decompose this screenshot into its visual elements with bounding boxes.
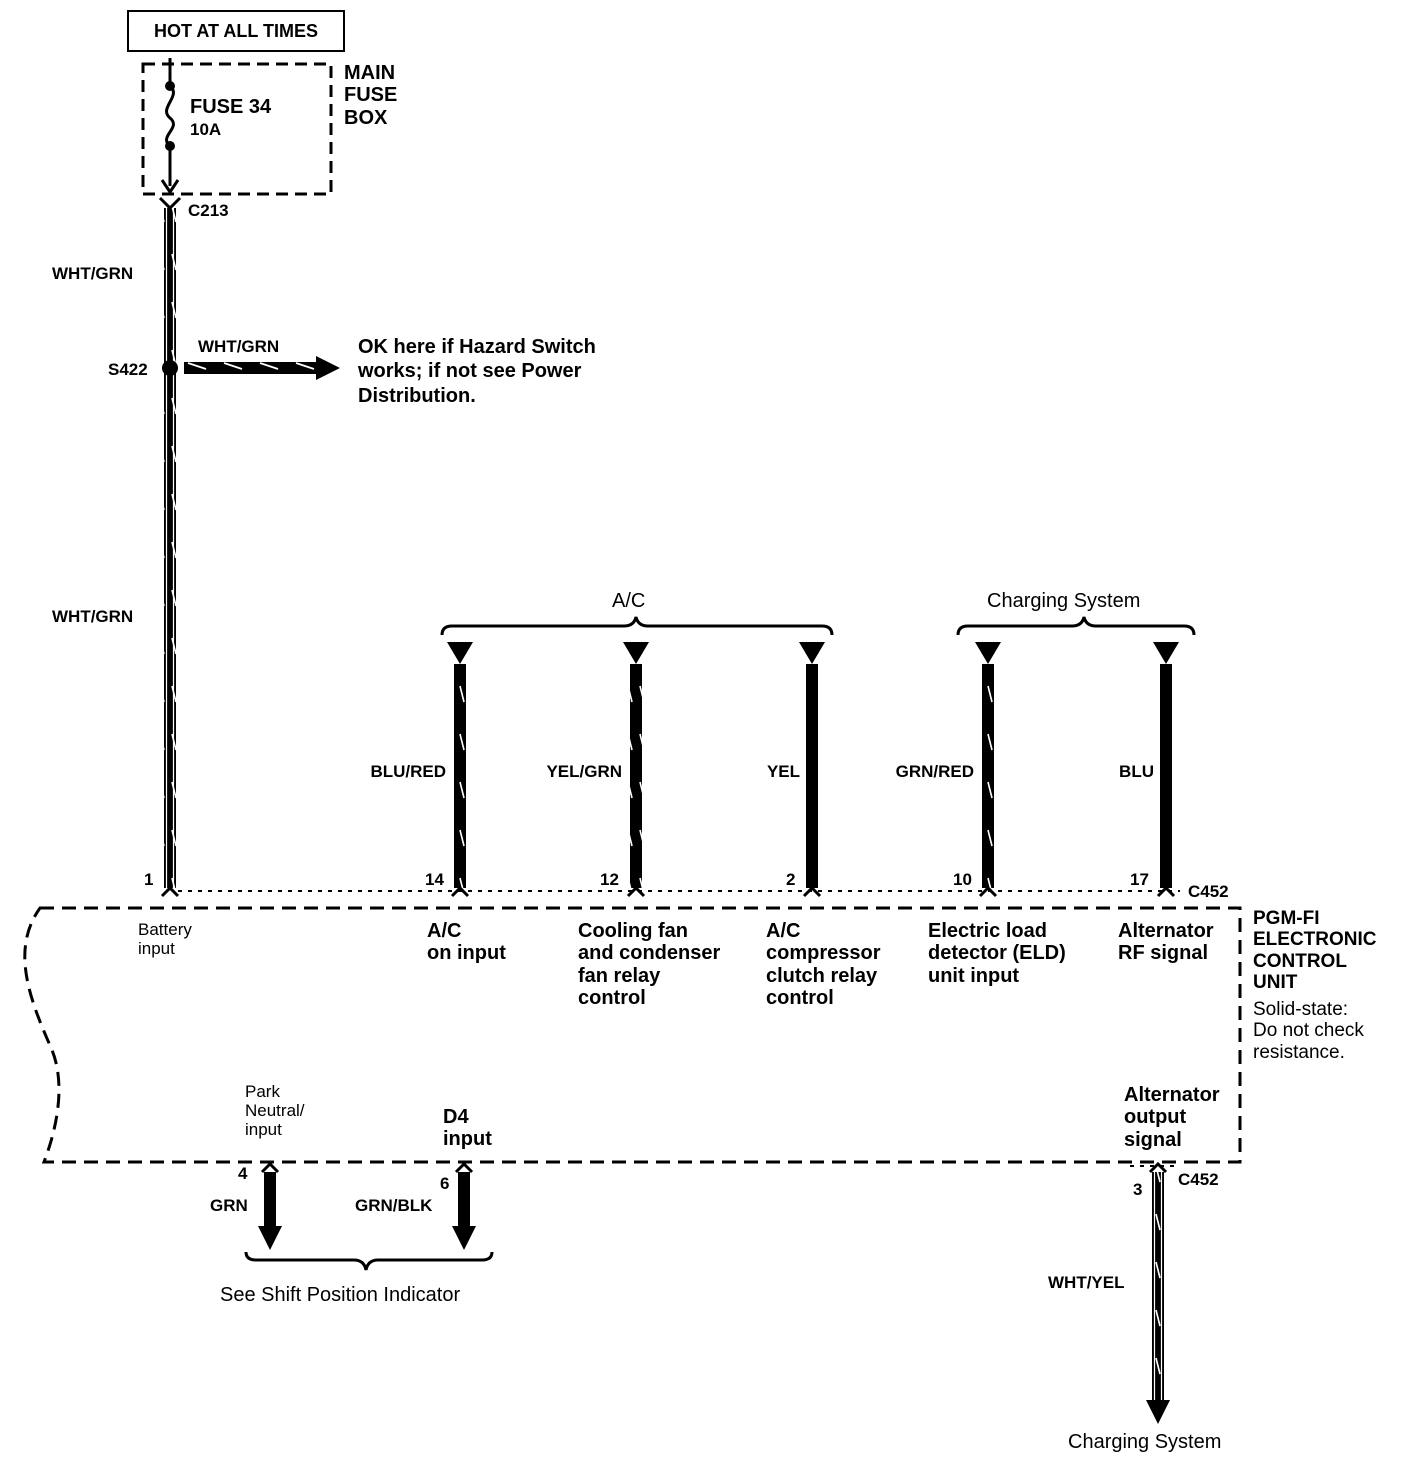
grn-blk-wire	[458, 1172, 470, 1228]
pin-2-label: 2	[786, 870, 796, 889]
wht-yel-wire-label: WHT/YEL	[1048, 1273, 1125, 1292]
ecu-solid-state-note: Solid-state: Do not check resistance.	[1253, 999, 1364, 1063]
c452-bottom-label: C452	[1178, 1170, 1219, 1189]
top-wire-yel	[799, 642, 825, 898]
pin-4-connector	[260, 1161, 280, 1174]
alternator-output-signal-label: Alternator output signal	[1124, 1084, 1220, 1151]
wht-yel-wire	[1152, 1172, 1164, 1400]
s422-splice-dot	[162, 360, 178, 376]
ac-bracket	[440, 616, 834, 636]
s422-splice-label: S422	[108, 360, 148, 379]
yel-grn-wire-label: YEL/GRN	[546, 762, 622, 781]
grn-blk-arrow-icon	[452, 1226, 476, 1250]
pin-4-label: 4	[238, 1164, 248, 1183]
wht-grn-branch-label: WHT/GRN	[198, 337, 280, 356]
fuse-terminal-bottom	[165, 141, 175, 151]
charging-system-destination: Charging System	[1068, 1431, 1222, 1453]
fuse-rating: 10A	[190, 120, 222, 139]
park-neutral-input-label: Park Neutral/ input	[245, 1082, 305, 1140]
fuse-terminal-top	[165, 81, 175, 91]
ac-compressor-control-label: A/C compressor clutch relay control	[766, 920, 881, 1010]
battery-input-label: Battery input	[138, 920, 192, 959]
ecu-name-label: PGM-FI ELECTRONIC CONTROL UNIT	[1253, 908, 1377, 993]
grn-wire-label: GRN	[210, 1196, 248, 1215]
pin-1-label: 1	[144, 870, 154, 889]
hot-at-all-times-box: HOT AT ALL TIMES	[127, 10, 345, 52]
top-wire-blu-red	[447, 642, 473, 898]
shift-position-indicator-link: See Shift Position Indicator	[220, 1284, 461, 1306]
pin-12-label: 12	[600, 870, 619, 889]
charging-bracket	[956, 616, 1196, 636]
grn-blk-wire-label: GRN/BLK	[355, 1196, 433, 1215]
pin-6-connector	[454, 1161, 474, 1174]
fuse-symbol	[160, 58, 180, 195]
ac-group-label: A/C	[612, 590, 646, 612]
main-fuse-box-outline	[141, 62, 333, 196]
main-fuse-box-title: MAIN FUSE BOX	[344, 62, 398, 129]
c213-connector-label: C213	[188, 201, 229, 220]
top-wire-yel-grn	[623, 642, 649, 898]
top-wire-grn-red	[975, 642, 1001, 898]
ac-on-input-label: A/C on input	[427, 920, 506, 965]
d4-input-label: D4 input	[443, 1106, 492, 1151]
eld-unit-input-label: Electric load detector (ELD) unit input	[928, 920, 1066, 987]
pin-3-label: 3	[1133, 1180, 1143, 1199]
charging-group-label: Charging System	[987, 590, 1141, 612]
c452-top-label: C452	[1188, 882, 1229, 901]
hazard-switch-note: OK here if Hazard Switch works; if not s…	[358, 336, 596, 407]
shift-indicator-bracket	[244, 1251, 494, 1271]
grn-wire	[264, 1172, 276, 1228]
branch-arrow-icon	[316, 356, 340, 380]
pin-17-label: 17	[1130, 870, 1149, 889]
pin-6-label: 6	[440, 1174, 450, 1193]
alternator-rf-signal-label: Alternator RF signal	[1118, 920, 1214, 965]
cooling-fan-control-label: Cooling fan and condenser fan relay cont…	[578, 920, 721, 1010]
blu-red-wire-label: BLU/RED	[370, 762, 446, 781]
grn-arrow-icon	[258, 1226, 282, 1250]
ecu-outline	[23, 906, 1242, 1164]
c213-connector-symbol	[158, 196, 182, 211]
pin-14-label: 14	[425, 870, 444, 889]
blu-wire-label: BLU	[1119, 762, 1154, 781]
wht-grn-lower-label: WHT/GRN	[52, 607, 134, 626]
charging-arrow-icon	[1146, 1400, 1170, 1424]
hot-at-all-times-label: HOT AT ALL TIMES	[154, 20, 318, 41]
battery-pin-connector	[160, 885, 180, 898]
wht-grn-upper-label: WHT/GRN	[52, 264, 134, 283]
grn-red-wire-label: GRN/RED	[895, 762, 974, 781]
pin-10-label: 10	[953, 870, 972, 889]
fuse-name: FUSE 34	[190, 96, 272, 118]
yel-wire-label: YEL	[766, 762, 800, 781]
wht-grn-main-wire	[164, 208, 176, 888]
pin-3-connector	[1148, 1161, 1168, 1174]
top-wire-blu	[1153, 642, 1179, 898]
wht-grn-branch-wire	[184, 362, 318, 374]
